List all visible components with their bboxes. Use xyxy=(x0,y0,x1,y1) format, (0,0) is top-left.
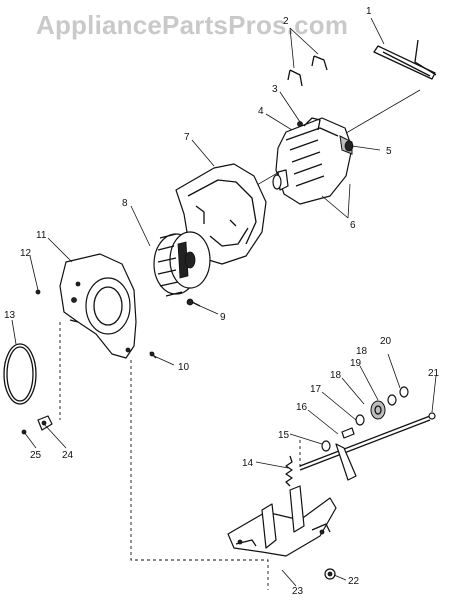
drive-motor-part[interactable] xyxy=(272,117,354,205)
callout-10: 10 xyxy=(178,362,190,373)
seal-ring-part[interactable] xyxy=(3,343,37,405)
callout-25: 25 xyxy=(30,450,42,461)
callout-19: 19 xyxy=(350,358,362,369)
callout-21: 21 xyxy=(428,368,440,379)
callout-8: 8 xyxy=(122,198,128,209)
callout-17: 17 xyxy=(310,384,322,395)
assembly-guides xyxy=(59,322,301,590)
callout-9: 9 xyxy=(220,312,226,323)
callout-13: 13 xyxy=(4,310,16,321)
callout-1: 1 xyxy=(366,6,372,17)
callout-24: 24 xyxy=(62,450,74,461)
callout-15: 15 xyxy=(278,430,290,441)
callout-4: 4 xyxy=(258,106,264,117)
drive-belt-part[interactable] xyxy=(373,39,437,80)
callout-23: 23 xyxy=(292,586,304,597)
housing-screw-parts[interactable] xyxy=(35,289,157,359)
callout-14: 14 xyxy=(242,458,254,469)
belt-clip-parts[interactable] xyxy=(287,55,328,87)
callout-5: 5 xyxy=(386,146,392,157)
watermark-text: AppliancePartsPros.com xyxy=(36,10,349,40)
idler-assembly-parts[interactable] xyxy=(285,386,436,487)
blower-wheel-part[interactable] xyxy=(153,231,211,297)
lower-bracket-parts[interactable] xyxy=(21,415,53,435)
callout-labels: 1 2 3 4 5 6 7 8 9 10 11 12 13 14 15 16 1… xyxy=(4,6,440,597)
base-frame-part[interactable] xyxy=(227,485,337,580)
callout-20: 20 xyxy=(380,336,392,347)
callout-16: 16 xyxy=(296,402,308,413)
leader-lines xyxy=(11,17,437,587)
callout-18a: 18 xyxy=(330,370,342,381)
callout-11: 11 xyxy=(36,230,47,241)
wheel-screw-part[interactable] xyxy=(186,298,201,307)
callout-3: 3 xyxy=(272,84,278,95)
callout-12: 12 xyxy=(20,248,32,259)
callout-6: 6 xyxy=(350,220,356,231)
callout-7: 7 xyxy=(184,132,190,143)
callout-2: 2 xyxy=(283,16,289,27)
callout-22: 22 xyxy=(348,576,360,587)
callout-18b: 18 xyxy=(356,346,368,357)
front-housing-part[interactable] xyxy=(59,253,137,359)
